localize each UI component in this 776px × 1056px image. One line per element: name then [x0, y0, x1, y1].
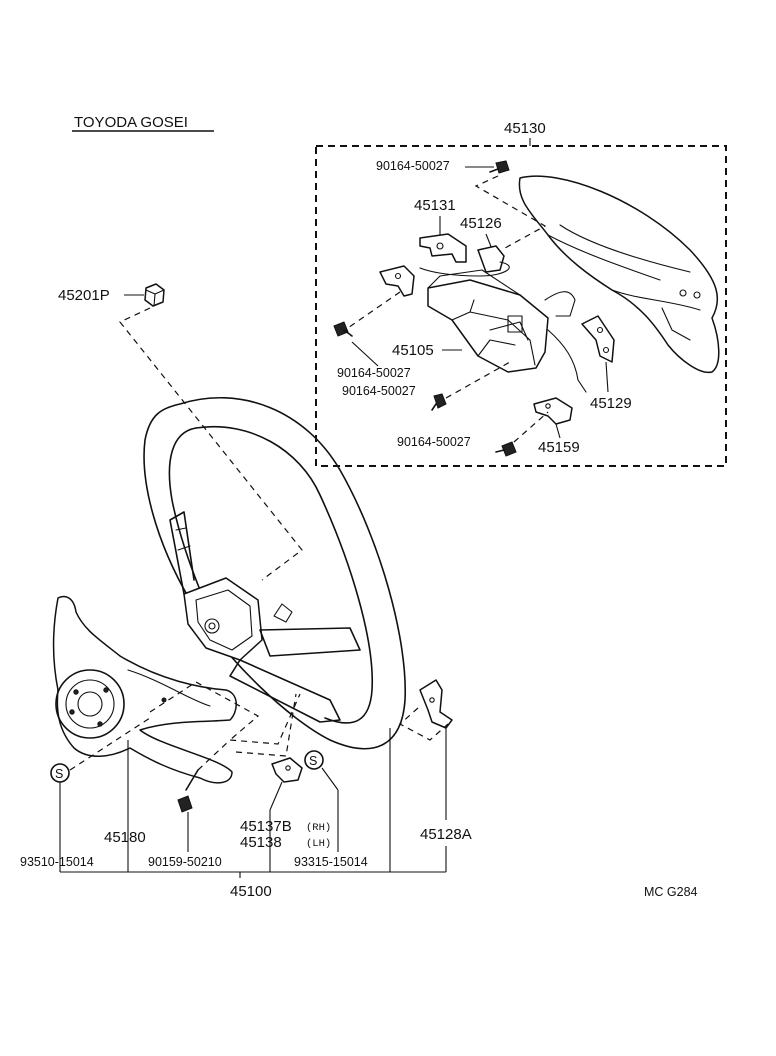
label-45105: 45105	[392, 342, 434, 359]
dash-45201P	[119, 307, 303, 581]
airbag-module-45105	[427, 269, 587, 393]
dash-clip-left	[344, 291, 401, 331]
label-45159: 45159	[538, 439, 580, 456]
steering-wheel-hub	[169, 511, 361, 723]
label-45180: 45180	[104, 829, 146, 846]
label-bolt-top: 90164-50027	[376, 159, 450, 173]
connector-45126-icon	[419, 245, 510, 277]
dash-45180	[149, 681, 260, 741]
bolt-left-icon	[333, 321, 353, 337]
label-45138: 45138	[240, 834, 282, 851]
label-45131: 45131	[414, 197, 456, 214]
label-45100: 45100	[230, 883, 272, 900]
assembly-box	[315, 145, 727, 467]
spoke-cover-45180	[52, 595, 237, 784]
label-93510: 93510-15014	[20, 855, 94, 869]
bolt-90159-icon	[177, 769, 199, 813]
manufacturer-label: TOYODA GOSEI	[74, 114, 188, 131]
horn-pad-cover	[518, 175, 720, 374]
bracket-45129-icon	[581, 315, 615, 363]
label-bolt-bottom: 90164-50027	[397, 435, 471, 449]
bolt-top-icon	[489, 160, 510, 174]
label-45126: 45126	[460, 215, 502, 232]
dash-bolt-90159	[197, 693, 301, 771]
clip-45137B-icon	[271, 757, 303, 783]
label-bolt-left: 90164-50027	[337, 366, 411, 380]
dash-s-left	[69, 717, 151, 771]
bolt-mid-icon	[431, 393, 447, 411]
label-45201P: 45201P	[58, 287, 110, 304]
dash-bolt-bottom	[513, 411, 549, 443]
label-93315: 93315-15014	[294, 855, 368, 869]
label-bolt-mid: 90164-50027	[342, 384, 416, 398]
s-mark-left: S	[50, 763, 70, 783]
dash-bolt-top	[474, 175, 547, 249]
dash-bolt-mid	[445, 361, 511, 399]
label-90159: 90159-50210	[148, 855, 222, 869]
svg-text:S: S	[309, 754, 317, 768]
svg-text:S: S	[55, 767, 63, 781]
label-rh: (RH)	[306, 822, 331, 834]
leader-45129	[605, 361, 609, 393]
label-45129: 45129	[590, 395, 632, 412]
label-lh: (LH)	[306, 838, 331, 850]
leader-bolt-left	[351, 341, 379, 367]
clip-45159-icon	[533, 397, 573, 425]
label-45137B: 45137B	[240, 818, 292, 835]
leader-45159	[555, 423, 561, 439]
label-45130: 45130	[504, 120, 546, 137]
clip-left-icon	[379, 265, 415, 297]
label-45128A: 45128A	[420, 826, 472, 843]
bracket-45128A-icon	[419, 679, 453, 729]
bolt-bottom-icon	[495, 441, 517, 457]
leader-tree	[59, 728, 447, 878]
dash-45137B	[235, 693, 297, 757]
s-mark-right: S	[304, 750, 324, 770]
dash-45128A	[398, 707, 449, 741]
steering-wheel-rim	[143, 397, 407, 750]
bracket-45131-icon	[419, 233, 467, 263]
nut-45201P-icon	[144, 283, 165, 307]
figure-code: MC G284	[644, 885, 698, 899]
